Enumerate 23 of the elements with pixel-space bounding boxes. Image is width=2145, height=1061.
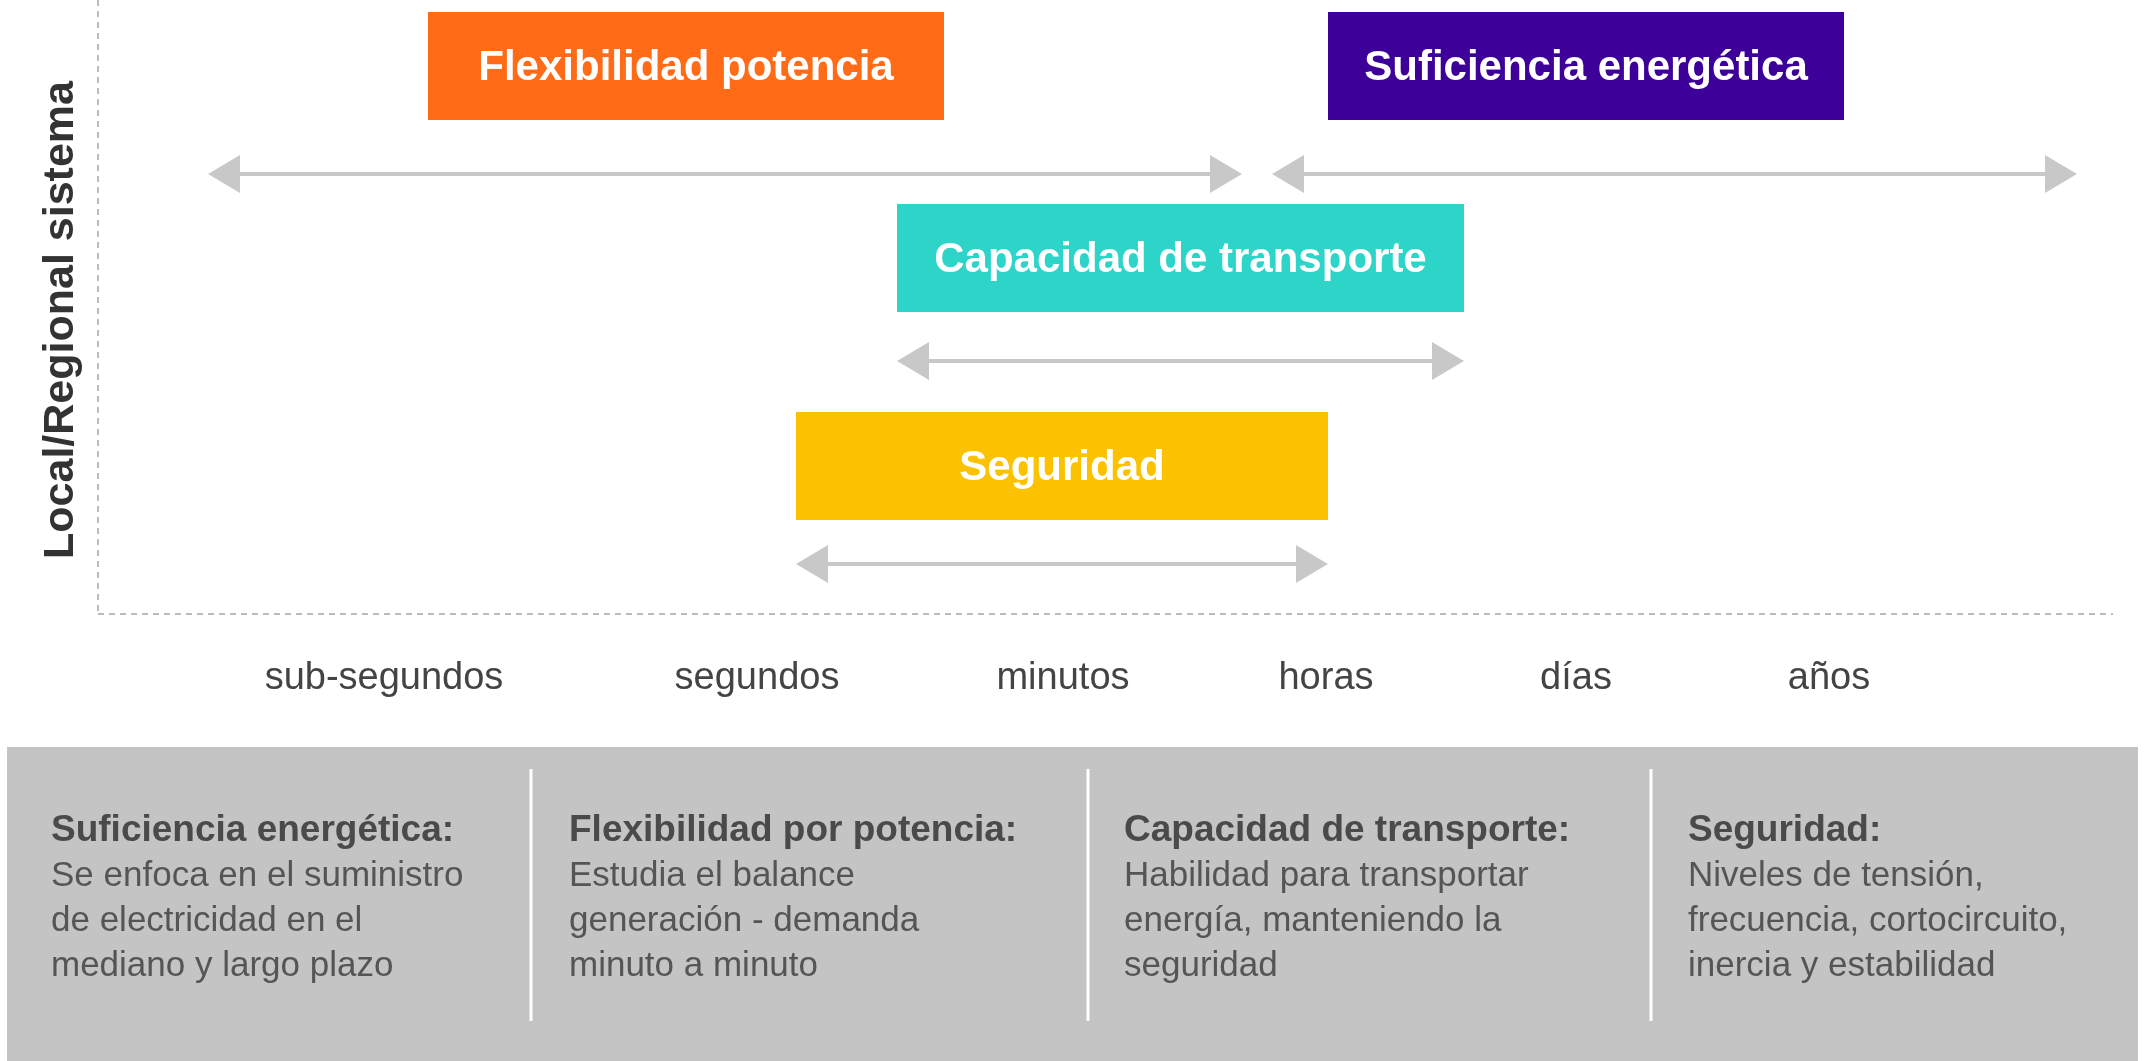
time-scale-label: segundos [674,655,840,698]
definition-text: Estudia el balance generación - demanda minuto a minuto [569,853,921,985]
category-box [796,412,1328,520]
definition-text: Se enfoca en el suministro de electricidad en el mediano y largo plazo [51,853,465,985]
box-title: Seguridad [959,442,1165,490]
definition-text: Niveles de tensión, frecuencia, cortocircuito, inercia y estabilidad [1688,853,2069,985]
box-title: Flexibilidad potencia [478,42,894,90]
definition-heading: Capacidad de transporte: [1124,808,1571,850]
time-scale-label: minutos [996,655,1130,698]
time-scale-label: días [1540,655,1612,698]
time-scale-label: horas [1278,655,1374,698]
definition-heading: Flexibilidad por potencia: [569,808,1018,850]
definition-text: Habilidad para transportar energía, manteniendo la seguridad [1124,853,1530,985]
box-title: Capacidad de transporte [934,234,1427,282]
definition-heading: Seguridad: [1688,808,1882,850]
box-title: Suficiencia energética [1364,42,1808,90]
definition-heading: Suficiencia energética: [51,808,455,850]
category-box [897,204,1464,312]
time-scale-label: años [1787,655,1871,698]
axis-title: Local/Regional sistema [33,81,83,559]
category-box [428,12,944,120]
time-scale-label: sub-segundos [264,655,504,698]
category-box [1328,12,1844,120]
